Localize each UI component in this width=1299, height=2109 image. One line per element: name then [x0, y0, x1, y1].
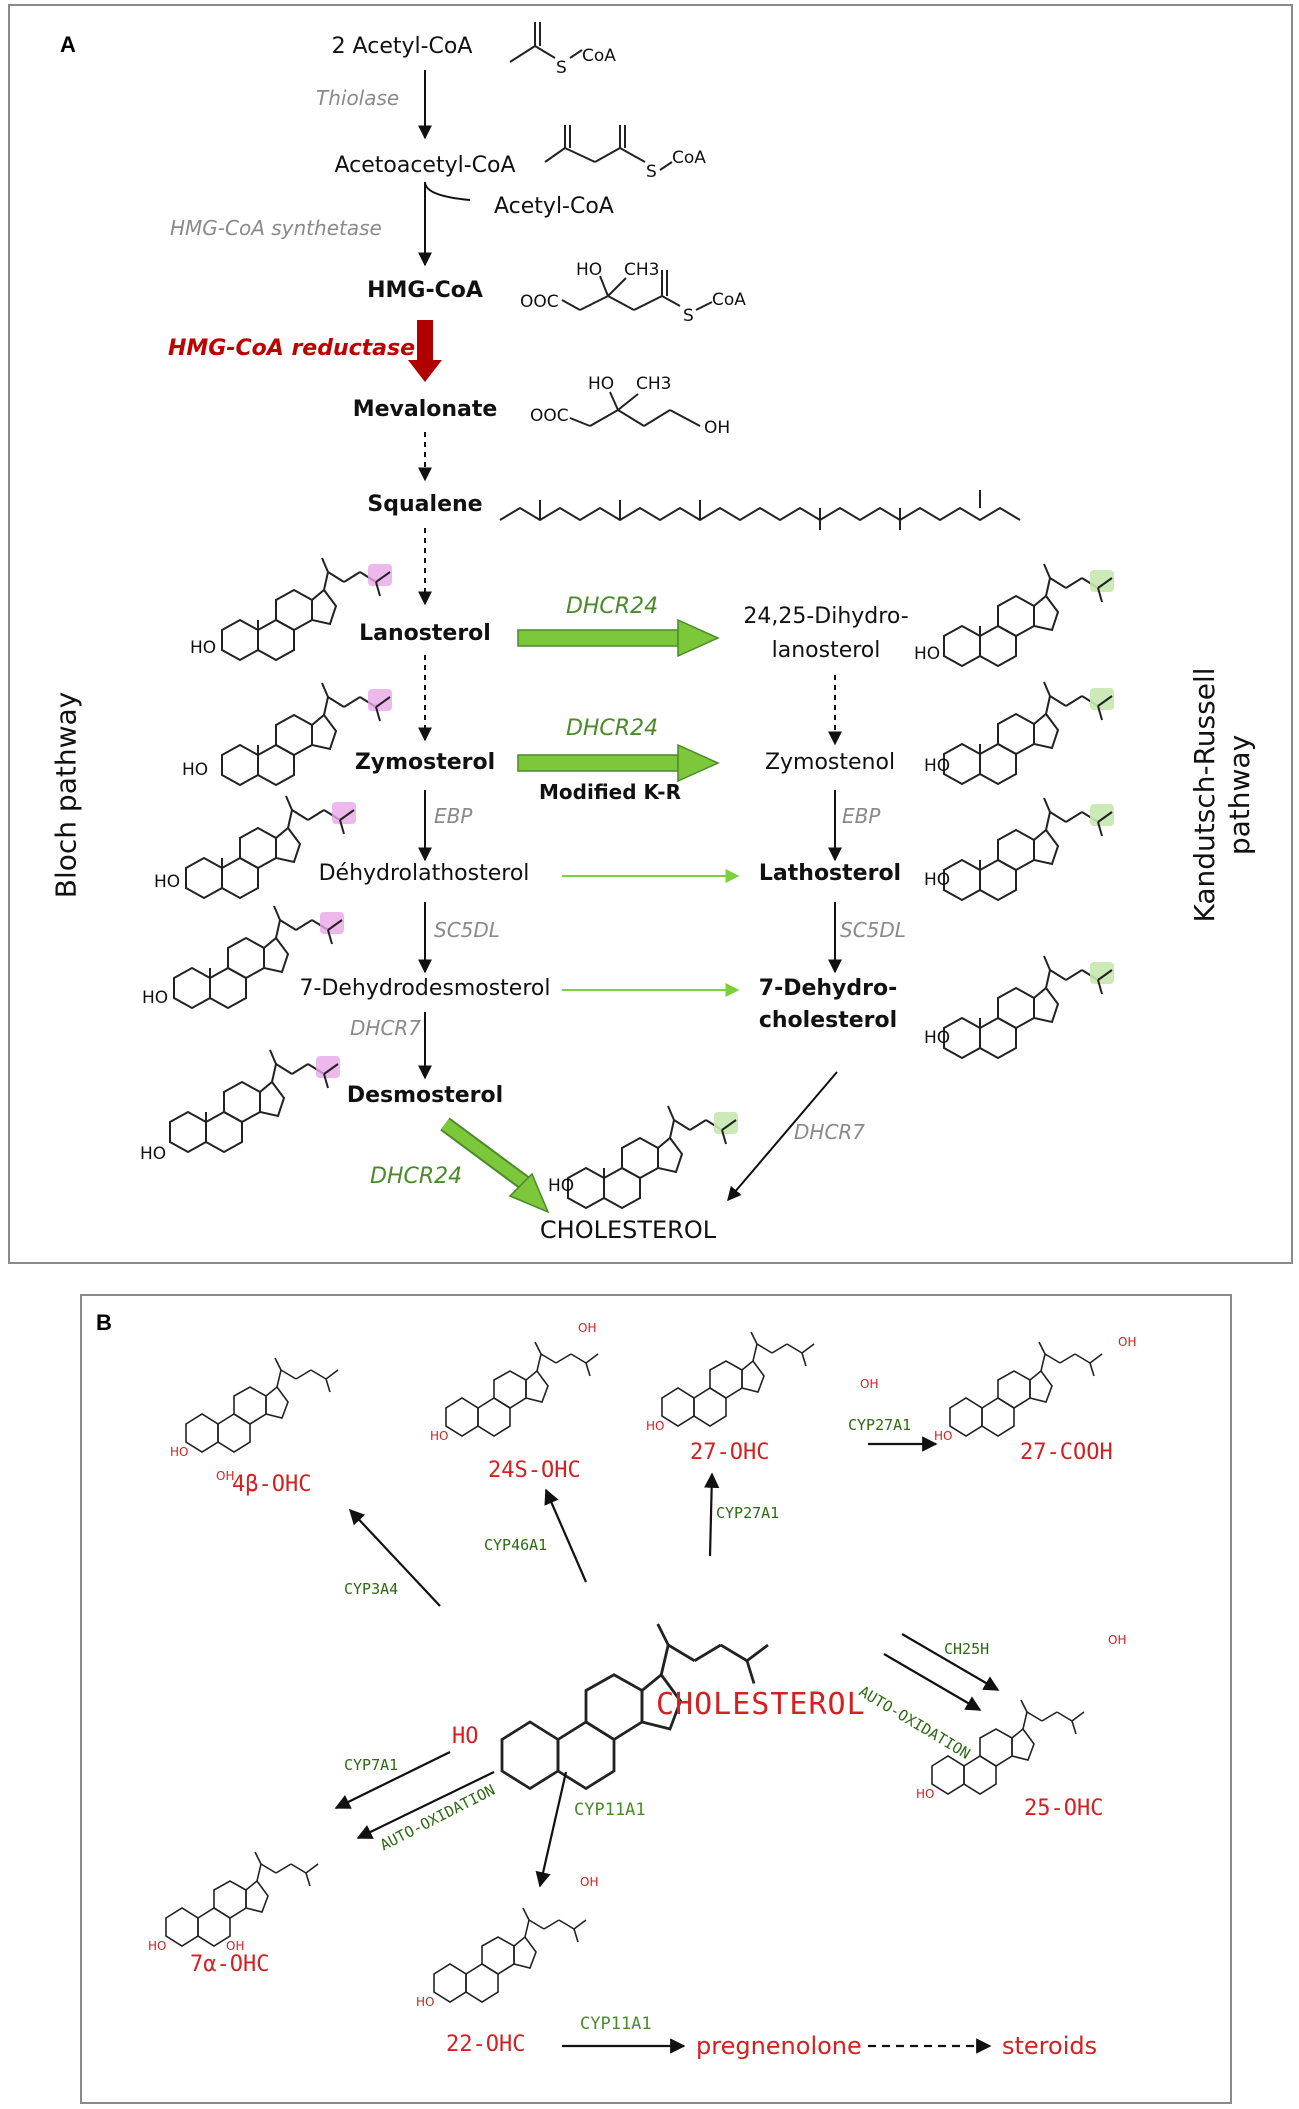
b-product-22-ohc: 22-OHC: [446, 2032, 526, 2057]
node-lanosterol: Lanosterol: [359, 621, 491, 646]
struct-ho-dehydrocholesterol: HO: [924, 1028, 951, 1048]
node-cholesterol: CHOLESTEROL: [539, 1216, 717, 1244]
b-enzyme-cyp27a1-up: CYP27A1: [716, 1504, 780, 1522]
node-dehydrodesmosterol: 7-Dehydrodesmosterol: [299, 976, 551, 1001]
b-enzyme-cyp11a1-down: CYP11A1: [574, 1800, 646, 1820]
b-enzyme-cyp3a4: CYP3A4: [344, 1580, 399, 1598]
enzyme-ebp-left: EBP: [434, 804, 473, 828]
enzyme-dhcr7-right: DHCR7: [794, 1120, 866, 1144]
b-oh-4b: OH: [216, 1469, 235, 1483]
struct-ho-1: HO: [576, 260, 603, 280]
struct-ho-zymosterol: HO: [182, 760, 209, 780]
node-mevalonate: Mevalonate: [352, 397, 498, 422]
b-ho-27cooh: HO: [934, 1429, 953, 1443]
node-acetoacetyl-coa: Acetoacetyl-CoA: [334, 153, 516, 178]
b-product-25-ohc: 25-OHC: [1024, 1796, 1104, 1821]
struct-ho-cholesterol: HO: [548, 1176, 575, 1196]
enzyme-sc5dl-right: SC5DL: [840, 918, 906, 942]
struct-ho-dihydrolanosterol: HO: [914, 644, 941, 664]
enzyme-hmg-reductase: HMG-CoA reductase: [168, 336, 416, 361]
b-oh-22: OH: [580, 1875, 599, 1889]
enzyme-sc5dl-left: SC5DL: [434, 918, 500, 942]
panel-a-letter: A: [60, 32, 76, 57]
node-zymostenol: Zymostenol: [764, 750, 896, 775]
node-acetyl-coa: Acetyl-CoA: [494, 194, 614, 219]
panel-b-letter: B: [96, 1310, 112, 1335]
struct-ooc-2: OOC: [530, 406, 569, 426]
struct-ho-2: HO: [588, 374, 615, 394]
node-dehydrocholesterol-line1: 7-Dehydro-: [758, 976, 898, 1001]
enzyme-thiolase: Thiolase: [316, 86, 400, 110]
node-dehydrolathosterol: Déhydrolathosterol: [318, 861, 530, 886]
enzyme-dhcr7-left: DHCR7: [350, 1016, 422, 1040]
struct-s-1: S: [556, 58, 567, 78]
node-dihydrolanosterol-line1: 24,25-Dihydro-: [743, 604, 909, 629]
label-modified-kr: Modified K-R: [539, 780, 681, 804]
b-enzyme-cyp46a1: CYP46A1: [484, 1536, 548, 1554]
b-oh-7a: OH: [226, 1939, 245, 1953]
struct-ho-lathosterol: HO: [924, 870, 951, 890]
b-ho-27: HO: [646, 1419, 665, 1433]
b-ho-24s: HO: [430, 1429, 449, 1443]
b-product-steroids: steroids: [1002, 2032, 1098, 2060]
b-product-27-cooh: 27-COOH: [1020, 1440, 1113, 1465]
b-oh-25: OH: [1108, 1633, 1127, 1647]
b-product-4b-ohc: 4β-OHC: [232, 1472, 312, 1497]
struct-ho-lanosterol: HO: [190, 638, 217, 658]
node-2-acetyl-coa: 2 Acetyl-CoA: [331, 34, 473, 59]
node-desmosterol: Desmosterol: [346, 1083, 504, 1108]
struct-oh-1: OH: [704, 418, 731, 438]
enzyme-ebp-right: EBP: [842, 804, 881, 828]
node-zymosterol: Zymosterol: [354, 750, 496, 775]
struct-ho-zymostenol: HO: [924, 756, 951, 776]
node-dehydrocholesterol-line2: cholesterol: [758, 1008, 898, 1033]
b-enzyme-cyp7a1: CYP7A1: [344, 1756, 399, 1774]
b-ho-25: HO: [916, 1787, 935, 1801]
enzyme-dhcr24-2: DHCR24: [565, 716, 659, 741]
b-ho-center: HO: [452, 1724, 479, 1749]
b-cholesterol: CHOLESTEROL: [656, 1687, 866, 1722]
enzyme-dhcr24-3: DHCR24: [370, 1164, 463, 1189]
node-dihydrolanosterol-line2: lanosterol: [771, 638, 881, 663]
b-oh-24s: OH: [578, 1321, 597, 1335]
b-ho-4b: HO: [170, 1445, 189, 1459]
struct-ho-dehydrolathosterol: HO: [154, 872, 181, 892]
struct-coa-3: CoA: [712, 290, 746, 310]
struct-ooc-1: OOC: [520, 292, 559, 312]
b-product-pregnenolone: pregnenolone: [696, 2032, 862, 2060]
struct-coa-1: CoA: [582, 46, 616, 66]
struct-ho-desmosterol: HO: [140, 1144, 167, 1164]
struct-s-2: S: [646, 162, 657, 182]
b-ho-7a: HO: [148, 1939, 167, 1953]
node-squalene: Squalene: [367, 492, 483, 517]
b-ho-22: HO: [416, 1995, 435, 2009]
struct-s-3: S: [683, 306, 694, 326]
b-enzyme-cyp27a1-right: CYP27A1: [848, 1416, 912, 1434]
struct-ch3-2: CH3: [636, 374, 672, 394]
b-oh-27: OH: [860, 1377, 879, 1391]
b-product-24s-ohc: 24S-OHC: [488, 1458, 581, 1483]
struct-ch3-1: CH3: [624, 260, 660, 280]
node-hmg-coa: HMG-CoA: [367, 278, 483, 303]
enzyme-dhcr24-1: DHCR24: [565, 594, 659, 619]
struct-coa-2: CoA: [672, 148, 706, 168]
b-enzyme-cyp11a1-right: CYP11A1: [580, 2014, 652, 2034]
b-enzyme-ch25h: CH25H: [944, 1640, 990, 1658]
panel-b: [80, 1294, 1232, 2104]
b-oh-27cooh: OH: [1118, 1335, 1137, 1349]
b-product-7a-ohc: 7α-OHC: [190, 1952, 270, 1977]
struct-ho-dehydrodesmosterol: HO: [142, 988, 169, 1008]
enzyme-hmg-synthetase: HMG-CoA synthetase: [170, 216, 382, 240]
b-product-27-ohc: 27-OHC: [690, 1440, 770, 1465]
node-lathosterol: Lathosterol: [758, 861, 902, 886]
